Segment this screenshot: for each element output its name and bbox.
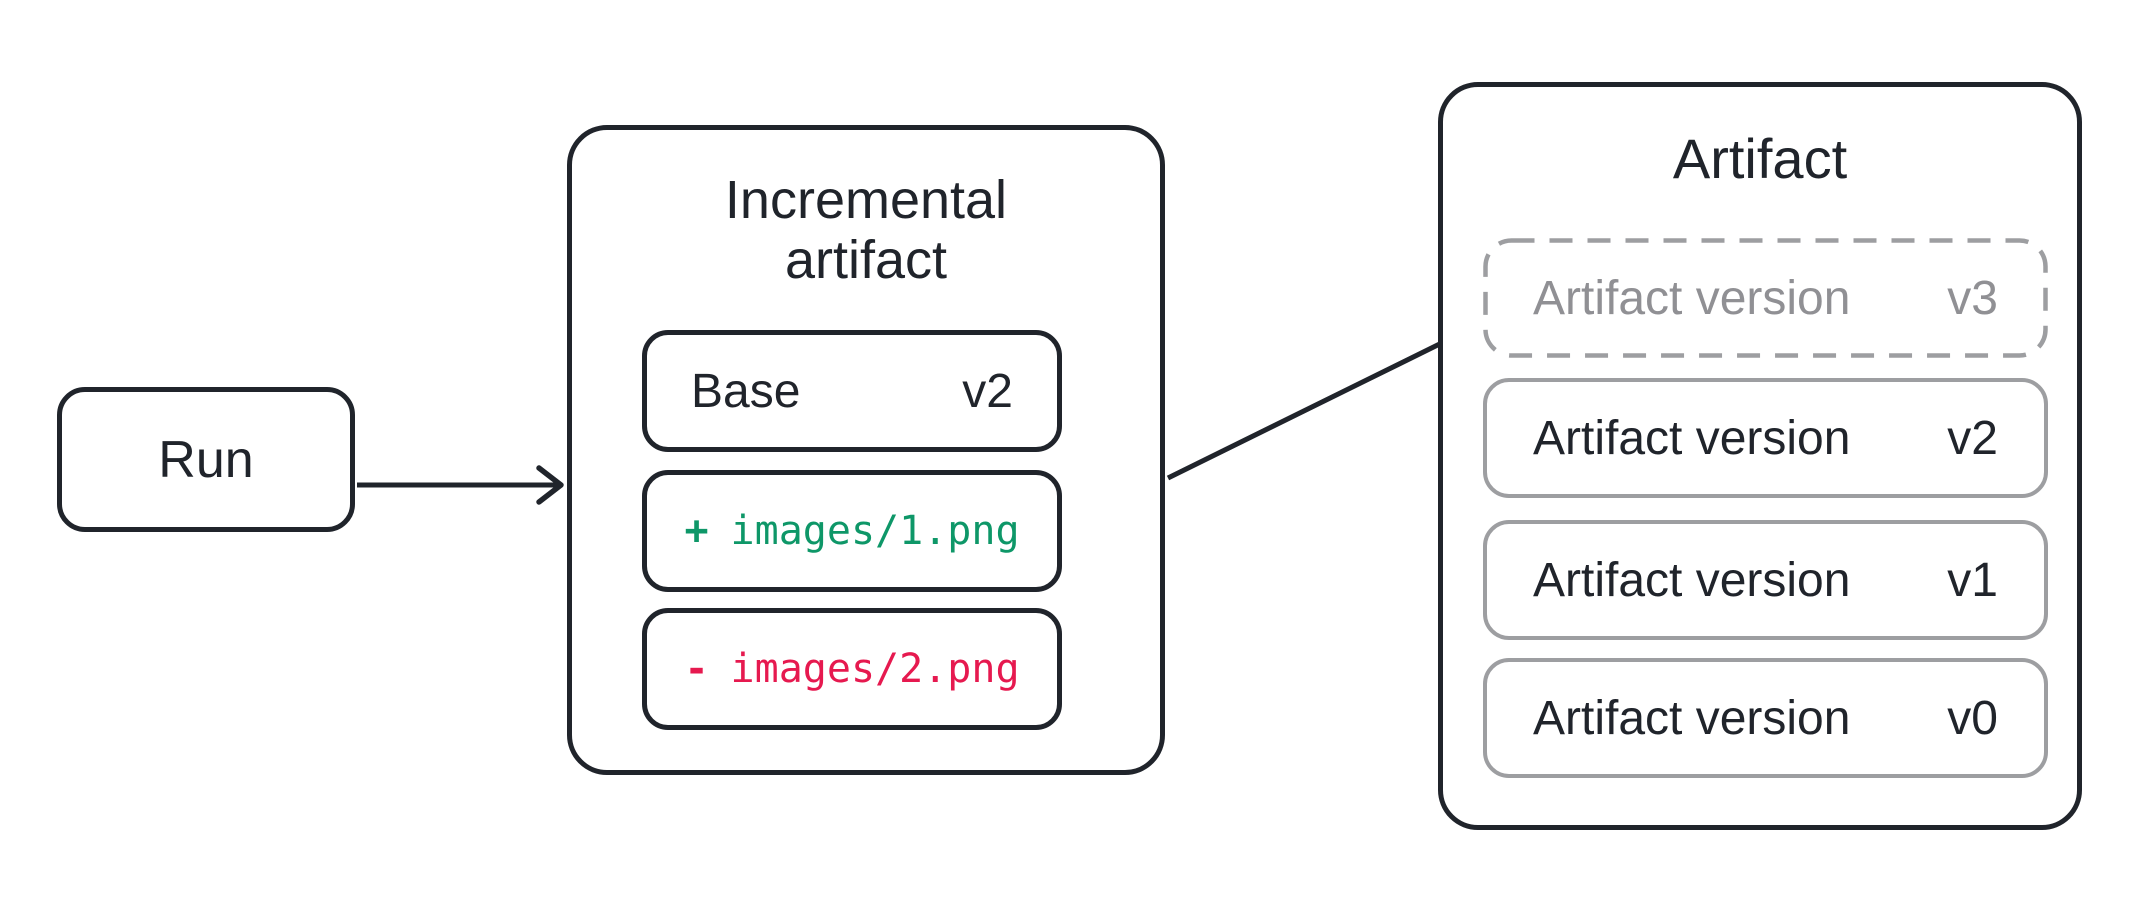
artifact-version-row-v1: Artifact version v1 (1483, 520, 2048, 640)
artifact-title: Artifact (1672, 127, 1848, 190)
removed-file-path: images/2.png (730, 646, 1020, 692)
added-file-path: images/1.png (730, 508, 1020, 554)
incremental-artifact-title-line2: artifact (784, 230, 948, 290)
artifact-version-label: Artifact version (1533, 553, 1851, 607)
artifact-version-row-v2: Artifact version v2 (1483, 378, 2048, 498)
base-version-box: Base v2 (642, 330, 1062, 452)
run-label: Run (158, 430, 254, 489)
incremental-artifact-title: Incremental artifact (572, 170, 1160, 290)
artifact-node: Artifact Artifact version v3 Artifact ve… (1438, 82, 2082, 830)
base-version-badge: v2 (962, 364, 1013, 418)
artifact-version-label: Artifact version (1533, 691, 1851, 745)
added-file-box: + images/1.png (642, 470, 1062, 592)
minus-sign-icon: - (684, 646, 709, 692)
run-node: Run (57, 387, 355, 532)
artifact-version-badge: v2 (1947, 411, 1998, 465)
dashed-border (1483, 238, 2048, 358)
artifact-version-label: Artifact version (1533, 271, 1851, 325)
incremental-artifact-title-line1: Incremental (724, 170, 1008, 230)
artifact-version-badge: v0 (1947, 691, 1998, 745)
artifact-version-badge: v3 (1947, 271, 1998, 325)
removed-file-box: - images/2.png (642, 608, 1062, 730)
artifact-version-label: Artifact version (1533, 411, 1851, 465)
artifact-version-row-v3-pending: Artifact version v3 (1483, 238, 2048, 358)
artifact-version-row-v0: Artifact version v0 (1483, 658, 2048, 778)
artifact-version-badge: v1 (1947, 553, 1998, 607)
arrow-incremental-artifact-to-new-version (1166, 321, 1472, 481)
incremental-artifact-node: Incremental artifact Base v2 + images/1.… (567, 125, 1165, 775)
base-label: Base (691, 364, 801, 418)
plus-sign-icon: + (684, 508, 709, 554)
